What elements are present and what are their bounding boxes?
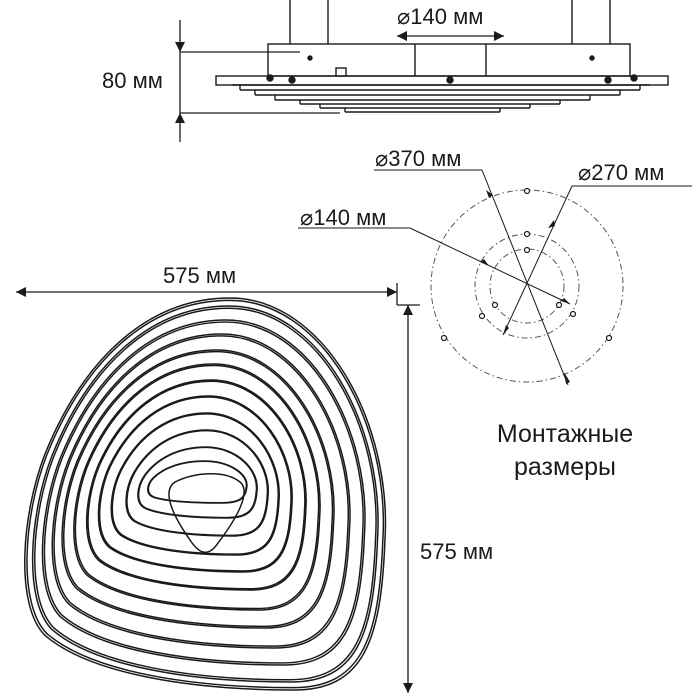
lamp-ring-inner-edge xyxy=(137,446,258,519)
mount-d270-label: ⌀270 мм xyxy=(578,160,664,185)
lamp-ring xyxy=(97,395,293,573)
lamp-ring-inner-edge xyxy=(111,413,279,555)
lamp-ring-inner-edge xyxy=(26,299,385,689)
lamp-ring xyxy=(110,412,280,556)
lamp-ring-inner-edge xyxy=(43,321,364,664)
lamp-ring xyxy=(73,363,321,611)
lamp-ring-inner-edge xyxy=(63,350,334,628)
lamp-ring xyxy=(85,379,307,591)
lamp-ring xyxy=(23,297,387,691)
mounting-diagram xyxy=(298,169,692,386)
depth-dimension xyxy=(397,304,420,693)
caption-line2: размеры xyxy=(514,453,616,481)
lamp-ring-inner-edge xyxy=(98,396,292,572)
top-diameter-dimension: ⌀140 мм xyxy=(397,4,504,41)
lamp-ring-inner-edge xyxy=(87,380,306,590)
mount-d140-label: ⌀140 мм xyxy=(300,205,386,230)
lamp-ring-inner-edge xyxy=(74,364,320,610)
height-label: 80 мм xyxy=(102,68,163,93)
mount-d370-label: ⌀370 мм xyxy=(375,146,461,171)
side-view xyxy=(215,0,669,113)
width-dimension xyxy=(16,283,398,305)
lamp-ring xyxy=(51,333,351,649)
lamp-ring xyxy=(31,305,379,683)
lamp-ring-inner-edge xyxy=(53,335,349,647)
width-label: 575 мм xyxy=(163,263,236,288)
lamp-ring xyxy=(41,319,366,666)
height-dimension xyxy=(175,20,340,142)
top-diameter-label: ⌀140 мм xyxy=(397,4,483,29)
caption-line1: Монтажные xyxy=(497,420,633,448)
lamp-ring-inner-edge xyxy=(34,307,377,681)
lamp-ring xyxy=(168,473,245,554)
lamp-ring-inner-edge xyxy=(147,460,248,504)
lamp-rings xyxy=(23,297,387,691)
lamp-ring xyxy=(61,349,335,629)
depth-label: 575 мм xyxy=(420,539,493,564)
